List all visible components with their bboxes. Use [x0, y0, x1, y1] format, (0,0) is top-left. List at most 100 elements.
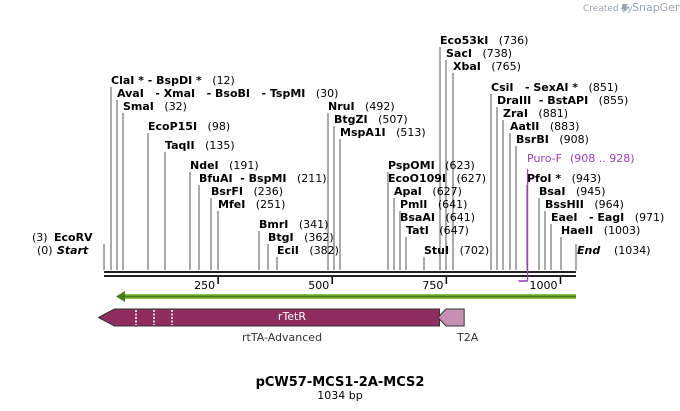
site-text-part: (943) — [561, 172, 601, 185]
ecorv-pos: (3) — [32, 231, 48, 244]
site-label[interactable]: EcoP15I (98) — [147, 120, 230, 270]
site-text-part: (12) — [202, 74, 235, 87]
site-text-part: DraIII - BstAPI — [497, 94, 588, 107]
site-label[interactable]: SacI (738) — [445, 47, 512, 270]
site-label[interactable]: EciI (382) — [276, 244, 339, 270]
site-text-part: BmrI — [259, 218, 288, 231]
credit-prefix: Created by — [583, 4, 633, 14]
site-label[interactable]: CsiI - SexAI * (851) — [490, 81, 618, 270]
site-label[interactable]: ClaI * - BspDI * (12) — [110, 74, 235, 270]
site-label[interactable]: EcoO109I (627) — [387, 172, 486, 270]
site-text-part: ApaI — [394, 185, 422, 198]
end-pos: (1034) — [614, 244, 651, 257]
site-text-part: PfoI * — [527, 172, 561, 185]
site-text-part: (623) — [435, 159, 475, 172]
site-label[interactable]: BsaI (945) — [538, 185, 606, 270]
site-text: TaqII (135) — [165, 139, 235, 152]
primer-range: (908 .. 928) — [570, 152, 635, 165]
primer-name: Puro-F — [527, 152, 562, 165]
site-text-part: AatII — [510, 120, 539, 133]
site-text: DraIII - BstAPI (855) — [497, 94, 628, 107]
site-text: BsaAI (641) — [400, 211, 475, 224]
site-label[interactable]: BsrBI (908) — [515, 133, 589, 270]
rtetr-feature[interactable]: rTetR — [97, 308, 441, 327]
site-label[interactable]: AatII (883) — [509, 120, 579, 270]
site-text: ClaI * - BspDI * (12) — [111, 74, 235, 87]
site-text-part: (855) — [588, 94, 628, 107]
site-text: BmrI (341) — [259, 218, 328, 231]
end-label: End — [577, 244, 600, 257]
site-label[interactable]: EaeI - EagI (971) — [550, 211, 664, 270]
site-label[interactable]: AvaI - XmaI - BsoBI - TspMI (30) — [116, 87, 338, 270]
site-label[interactable]: SmaI (32) — [122, 100, 187, 270]
site-label[interactable]: TaqII (135) — [164, 139, 235, 270]
site-text-part: CsiI - SexAI * — [491, 81, 578, 94]
site-label[interactable]: HaeII (1003) — [560, 224, 640, 270]
site-text-part: EcoP15I — [148, 120, 197, 133]
ecorv-name: EcoRV — [54, 231, 93, 244]
site-label[interactable]: MspA1I (513) — [339, 126, 426, 270]
site-label[interactable]: XbaI (765) — [452, 60, 521, 270]
site-text: BtgI (362) — [268, 231, 334, 244]
site-label[interactable]: BmrI (341) — [258, 218, 328, 270]
site-label[interactable]: NruI (492) — [327, 100, 395, 270]
restriction-sites: Eco53kI (736)SacI (738)XbaI (765) ClaI * … — [103, 34, 664, 270]
site-label[interactable]: Eco53kI (736) — [439, 34, 528, 270]
site-text-part: TatI — [406, 224, 429, 237]
site-text-part: BfuAI - BspMI — [199, 172, 287, 185]
site-text-part: (382) — [299, 244, 339, 257]
site-label[interactable]: BfuAI - BspMI (211) — [198, 172, 327, 270]
orf-inner — [124, 295, 576, 298]
site-label[interactable]: StuI (702) — [423, 244, 489, 270]
site-text-part: (881) — [528, 107, 568, 120]
site-label[interactable]: BsaAI (641) — [399, 211, 475, 270]
site-label[interactable]: DraIII - BstAPI (855) — [496, 94, 628, 270]
orf-head — [116, 291, 125, 302]
site-text: EcoP15I (98) — [148, 120, 230, 133]
site-text-part: (765) — [481, 60, 521, 73]
site-label[interactable]: BtgI (362) — [267, 231, 334, 270]
site-text: BssHII (964) — [545, 198, 624, 211]
primer-text: Puro-F (908 .. 928) — [527, 152, 635, 165]
site-text: ZraI (881) — [503, 107, 568, 120]
credit-brand: SnapGene — [632, 1, 680, 14]
site-label[interactable]: BssHII (964) — [544, 198, 624, 270]
site-label[interactable]: PfoI * (943) — [526, 172, 601, 270]
site-text: PfoI * (943) — [527, 172, 601, 185]
site-text-part: (641) — [427, 198, 467, 211]
site-text-part: (736) — [488, 34, 528, 47]
site-label[interactable]: ApaI (627) — [393, 185, 462, 270]
site-text-part: (964) — [584, 198, 624, 211]
site-text-part: (135) — [195, 139, 235, 152]
ruler-tick-label: 1000 — [529, 279, 557, 292]
site-label[interactable]: PmlI (641) — [399, 198, 467, 270]
primer-puro-f[interactable]: Puro-F (908 .. 928) — [518, 152, 635, 282]
site-label[interactable]: ZraI (881) — [502, 107, 568, 270]
site-label[interactable]: MfeI (251) — [217, 198, 285, 270]
site-text-part: (908) — [549, 133, 589, 146]
site-text: StuI (702) — [424, 244, 489, 257]
site-text-part: (30) — [305, 87, 338, 100]
site-text-part: (211) — [287, 172, 327, 185]
site-text: TatI (647) — [406, 224, 469, 237]
features: rTetR — [97, 308, 465, 327]
site-text-part: BtgI — [268, 231, 294, 244]
site-text: NruI (492) — [328, 100, 395, 113]
site-text-part: (627) — [422, 185, 462, 198]
site-text: AatII (883) — [510, 120, 579, 133]
start-pos: (0) — [37, 244, 53, 257]
site-text-part: Eco53kI — [440, 34, 488, 47]
site-label[interactable]: BsrFI (236) — [210, 185, 283, 270]
t2a-feature[interactable] — [437, 308, 465, 327]
site-label[interactable]: BtgZI (507) — [333, 113, 408, 270]
site-text-part: NruI — [328, 100, 355, 113]
site-label[interactable]: TatI (647) — [405, 224, 469, 270]
map-title: pCW57-MCS1-2A-MCS2 — [256, 375, 425, 390]
site-text-part: BssHII — [545, 198, 584, 211]
site-text-part: PmlI — [400, 198, 427, 211]
site-text-part: (191) — [219, 159, 259, 172]
ruler-tick-label: 750 — [422, 279, 443, 292]
site-text-part: BsaI — [539, 185, 565, 198]
site-label[interactable]: NdeI (191) — [189, 159, 259, 270]
